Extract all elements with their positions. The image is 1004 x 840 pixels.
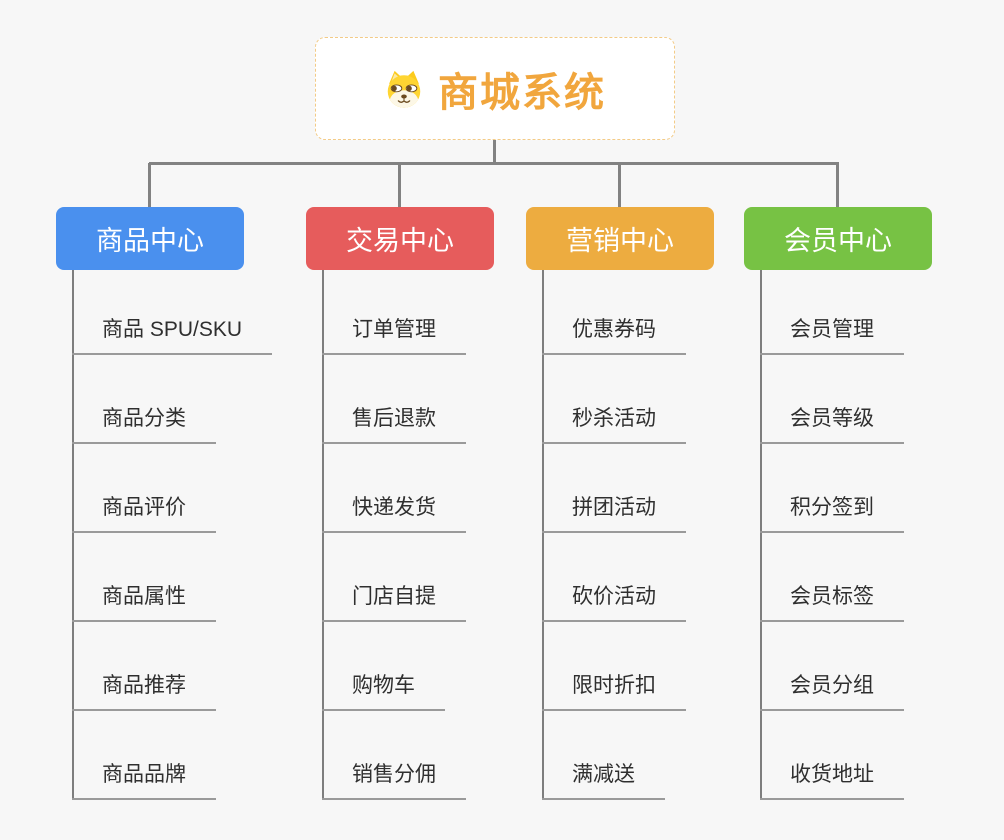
branch-spine-marketing [542, 270, 544, 800]
branch-spine-trade [322, 270, 324, 800]
mindmap-leaf[interactable]: 拼团活动 [542, 493, 686, 533]
branch-node-members[interactable]: 会员中心 [744, 207, 932, 270]
connector-bus [149, 162, 839, 165]
mindmap-leaf[interactable]: 会员管理 [760, 315, 904, 355]
connector-drop-marketing [618, 163, 621, 208]
connector-drop-members [836, 163, 839, 208]
mindmap-leaf[interactable]: 优惠券码 [542, 315, 686, 355]
mindmap-leaf[interactable]: 商品分类 [72, 404, 216, 444]
mindmap-leaf[interactable]: 会员等级 [760, 404, 904, 444]
connector-root-stub [493, 140, 496, 164]
branch-spine-products [72, 270, 74, 800]
mindmap-leaf[interactable]: 满减送 [542, 760, 665, 800]
mindmap-leaf[interactable]: 会员标签 [760, 582, 904, 622]
connector-drop-products [148, 163, 151, 208]
branch-label: 交易中心 [346, 226, 454, 256]
mindmap-leaf[interactable]: 商品评价 [72, 493, 216, 533]
mindmap-leaf[interactable]: 商品 SPU/SKU [72, 315, 273, 355]
mindmap-leaf[interactable]: 积分签到 [760, 493, 904, 533]
mindmap-leaf[interactable]: 砍价活动 [542, 582, 686, 622]
branch-node-marketing[interactable]: 营销中心 [526, 207, 714, 270]
branch-label: 营销中心 [566, 226, 674, 256]
branch-spine-members [760, 270, 762, 800]
mindmap-leaf[interactable]: 订单管理 [322, 315, 466, 355]
branch-label: 会员中心 [784, 226, 892, 256]
mindmap-leaf[interactable]: 商品推荐 [72, 671, 216, 711]
mindmap-leaf[interactable]: 限时折扣 [542, 671, 686, 711]
mindmap-leaf[interactable]: 快递发货 [322, 493, 466, 533]
mindmap-leaf[interactable]: 会员分组 [760, 671, 904, 711]
connector-drop-trade [398, 163, 401, 208]
root-node[interactable]: 商城系统 [315, 37, 675, 140]
mindmap-leaf[interactable]: 门店自提 [322, 582, 466, 622]
branch-node-products[interactable]: 商品中心 [56, 207, 244, 270]
root-title: 商城系统 [438, 70, 606, 115]
mindmap-leaf[interactable]: 销售分佣 [322, 760, 466, 800]
mindmap-leaf[interactable]: 商品品牌 [72, 760, 216, 800]
mindmap-leaf[interactable]: 售后退款 [322, 404, 466, 444]
mindmap-leaf[interactable]: 秒杀活动 [542, 404, 686, 444]
branch-label: 商品中心 [96, 226, 204, 256]
mindmap-leaf[interactable]: 商品属性 [72, 582, 216, 622]
mindmap-leaf[interactable]: 收货地址 [760, 760, 904, 800]
branch-node-trade[interactable]: 交易中心 [306, 207, 494, 270]
dog-face-icon [384, 69, 424, 109]
mindmap-leaf[interactable]: 购物车 [322, 671, 445, 711]
